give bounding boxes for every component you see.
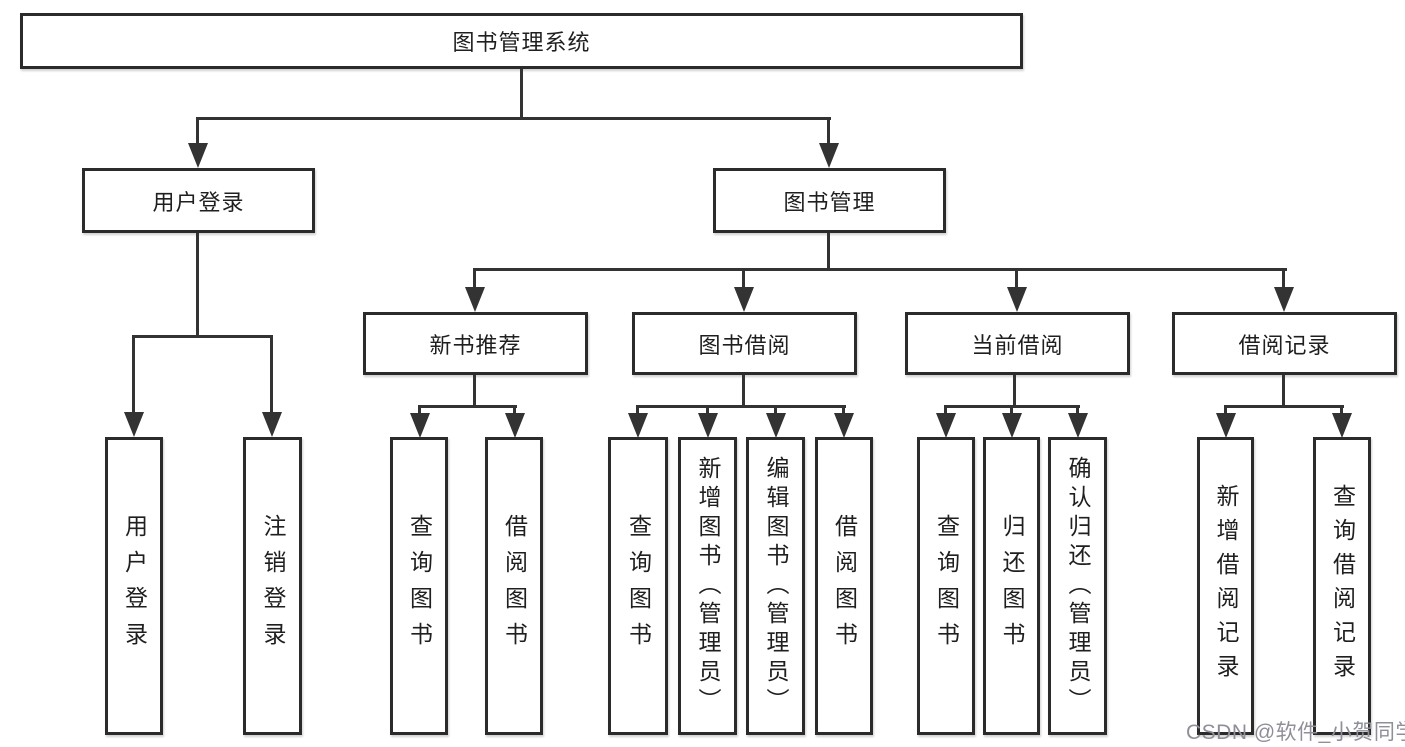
node-label: 图书管理 xyxy=(783,189,876,215)
connector-line xyxy=(473,268,1287,271)
node-book-management: 图书管理 xyxy=(713,168,946,233)
node-root-system: 图书管理系统 xyxy=(20,13,1023,69)
connector-line xyxy=(842,405,845,415)
arrowhead xyxy=(698,413,718,438)
arrowhead xyxy=(628,413,648,438)
connector-line xyxy=(1224,405,1227,415)
connector-line xyxy=(1224,405,1344,408)
node-leaf-borrow-query-books: 查询图书 xyxy=(608,437,668,735)
node-label: 借阅图书 xyxy=(831,514,858,658)
node-leaf-user-login: 用户登录 xyxy=(105,437,163,735)
node-label: 借阅图书 xyxy=(501,514,528,658)
node-label: 编辑图书（管理员） xyxy=(763,455,789,717)
node-new-book-recommend: 新书推荐 xyxy=(363,312,588,375)
node-leaf-borrow-add-books-admin: 新增图书（管理员） xyxy=(678,437,737,735)
connector-line xyxy=(742,268,745,290)
node-label: 归还图书 xyxy=(999,514,1025,658)
node-label: 查询借阅记录 xyxy=(1329,484,1356,688)
connector-line xyxy=(1010,405,1013,415)
arrowhead xyxy=(936,413,956,438)
arrowhead xyxy=(262,412,282,437)
node-leaf-current-query-books: 查询图书 xyxy=(917,437,975,735)
node-label: 图书管理系统 xyxy=(452,30,591,55)
node-borrow-records: 借阅记录 xyxy=(1172,312,1397,375)
arrowhead xyxy=(834,413,854,438)
connector-line xyxy=(1282,375,1285,408)
node-label: 新增图书（管理员） xyxy=(695,455,721,717)
node-label: 用户登录 xyxy=(121,514,148,658)
node-leaf-records-add-record: 新增借阅记录 xyxy=(1197,437,1254,735)
arrowhead xyxy=(410,413,430,438)
node-leaf-current-confirm-return-admin: 确认归还（管理员） xyxy=(1048,437,1107,735)
node-leaf-recommend-query-books: 查询图书 xyxy=(390,437,448,735)
connector-line xyxy=(1076,405,1079,415)
arrowhead xyxy=(188,143,208,168)
node-leaf-recommend-borrow-books: 借阅图书 xyxy=(485,437,543,735)
connector-line xyxy=(196,117,831,120)
arrowhead xyxy=(1007,287,1027,312)
connector-line xyxy=(636,405,846,408)
node-leaf-records-query-record: 查询借阅记录 xyxy=(1313,437,1371,735)
connector-line xyxy=(513,405,516,415)
connector-line xyxy=(827,117,830,145)
connector-line xyxy=(473,268,476,290)
connector-line xyxy=(132,335,135,415)
connector-line xyxy=(1013,375,1016,408)
connector-line xyxy=(1282,268,1285,290)
connector-line xyxy=(418,405,421,415)
connector-line xyxy=(742,375,745,408)
connector-line xyxy=(1340,405,1343,415)
arrowhead xyxy=(1216,413,1236,438)
node-leaf-current-return-books: 归还图书 xyxy=(983,437,1040,735)
node-leaf-borrow-borrow-books: 借阅图书 xyxy=(815,437,873,735)
connector-line xyxy=(196,117,199,145)
node-label: 注销登录 xyxy=(260,514,286,658)
connector-line xyxy=(827,233,830,271)
node-leaf-logout: 注销登录 xyxy=(243,437,302,735)
node-label: 查询图书 xyxy=(933,514,960,658)
arrowhead xyxy=(819,143,839,168)
node-label: 用户登录 xyxy=(152,189,245,215)
connector-line xyxy=(132,335,273,338)
connector-line xyxy=(418,405,517,408)
connector-line xyxy=(636,405,639,415)
node-label: 新书推荐 xyxy=(429,332,522,358)
arrowhead xyxy=(465,287,485,312)
arrowhead xyxy=(124,412,144,437)
watermark: CSDN @软件_小贺同学 xyxy=(1186,721,1405,744)
connector-line xyxy=(1015,268,1018,290)
node-user-login: 用户登录 xyxy=(82,168,315,233)
node-current-borrow: 当前借阅 xyxy=(905,312,1130,375)
node-label: 图书借阅 xyxy=(698,332,791,358)
connector-line xyxy=(196,233,199,338)
connector-line xyxy=(774,405,777,415)
node-label: 确认归还（管理员） xyxy=(1065,455,1091,717)
node-label: 借阅记录 xyxy=(1238,332,1331,358)
connector-line xyxy=(270,335,273,415)
arrowhead xyxy=(1274,287,1294,312)
node-book-borrow: 图书借阅 xyxy=(632,312,857,375)
arrowhead xyxy=(505,413,525,438)
node-label: 查询图书 xyxy=(406,514,433,658)
connector-line xyxy=(944,405,947,415)
connector-line xyxy=(706,405,709,415)
arrowhead xyxy=(734,287,754,312)
arrowhead xyxy=(1002,413,1022,438)
arrowhead xyxy=(1068,413,1088,438)
connector-line xyxy=(473,375,476,408)
node-leaf-borrow-edit-books-admin: 编辑图书（管理员） xyxy=(746,437,805,735)
node-label: 新增借阅记录 xyxy=(1213,484,1239,688)
node-label: 当前借阅 xyxy=(971,332,1064,358)
node-label: 查询图书 xyxy=(625,514,652,658)
connector-line xyxy=(520,69,523,120)
arrowhead xyxy=(766,413,786,438)
arrowhead xyxy=(1332,413,1352,438)
